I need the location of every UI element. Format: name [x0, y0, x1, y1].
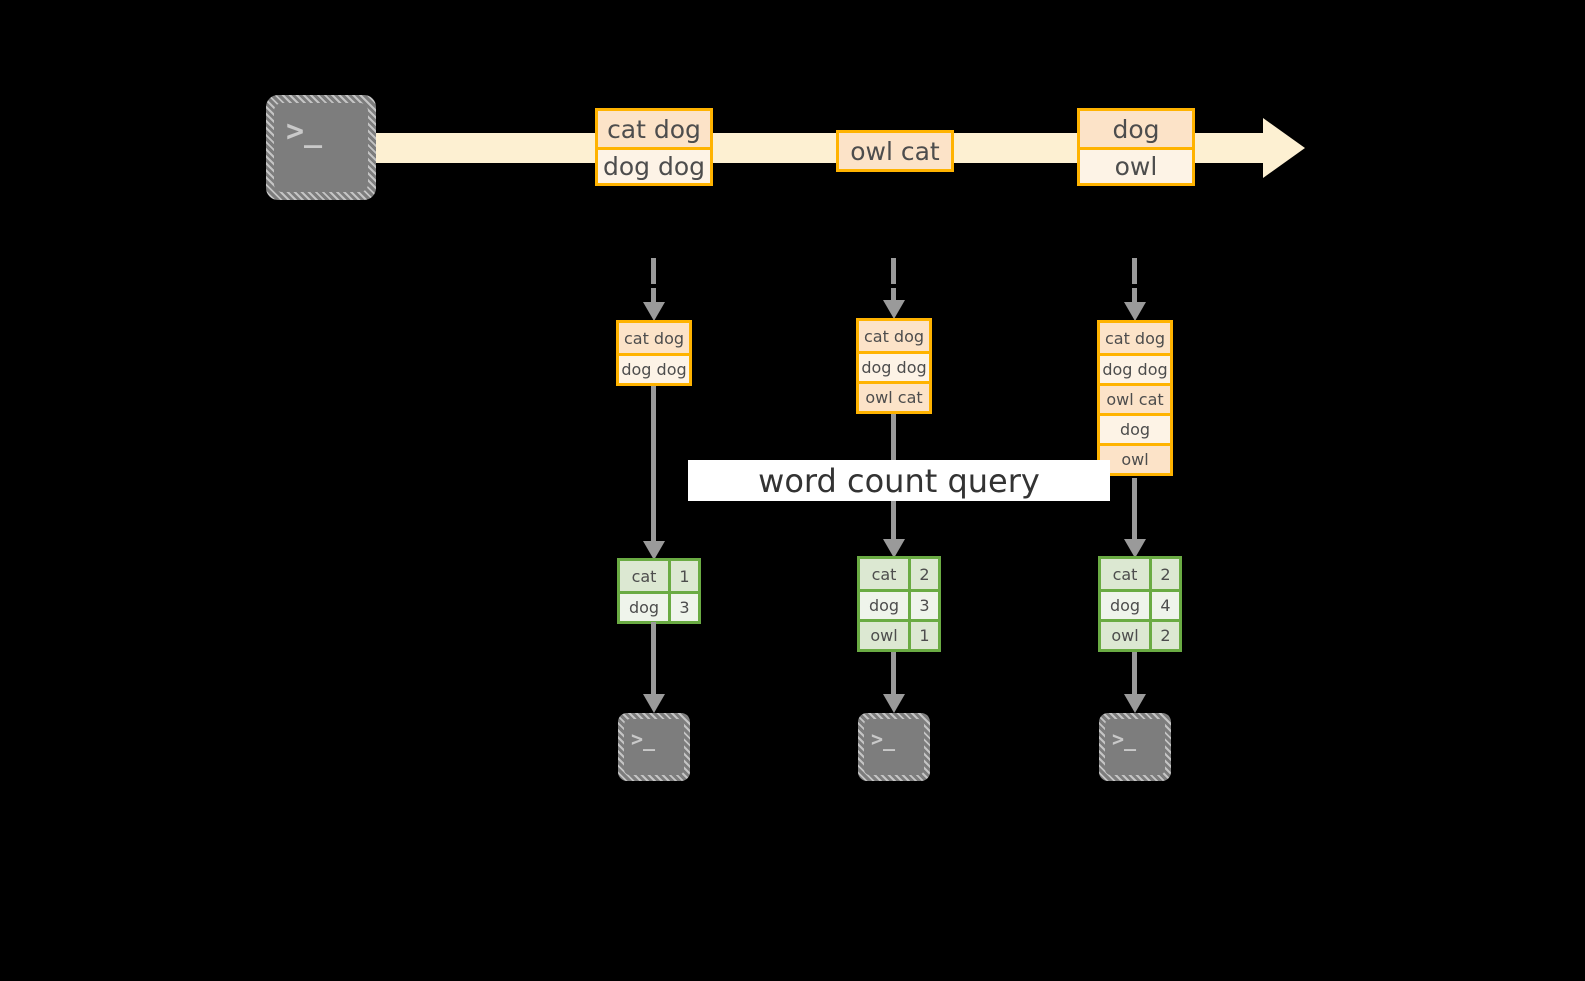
result-row: cat 2 [860, 559, 938, 589]
accumulated-record-line: owl [1100, 443, 1170, 473]
accumulated-record-line: dog dog [859, 351, 929, 381]
query-connector-arrowhead-2-icon [883, 539, 905, 558]
query-connector-shaft-1 [651, 386, 656, 552]
stream-record-3: dog owl [1077, 108, 1195, 186]
result-word: cat [860, 559, 908, 589]
sink-connector-arrowhead-3-icon [1124, 694, 1146, 713]
result-table-1: cat 1 dog 3 [617, 558, 701, 624]
stream-record-line: dog [1080, 111, 1192, 147]
stream-record-line: owl [1080, 147, 1192, 183]
stream-record-line: owl cat [839, 133, 951, 169]
result-count: 1 [668, 561, 698, 591]
query-label-text: word count query [758, 461, 1040, 500]
accumulated-records-3: cat dog dog dog owl cat dog owl [1097, 320, 1173, 476]
result-word: owl [860, 622, 908, 649]
terminal-prompt-glyph: >_ [1112, 727, 1137, 751]
source-terminal-icon[interactable]: >_ [266, 95, 376, 200]
sink-connector-arrowhead-2-icon [883, 694, 905, 713]
result-count: 3 [908, 592, 938, 619]
result-count: 1 [908, 622, 938, 649]
sink-terminal-icon-1[interactable]: >_ [618, 713, 690, 781]
query-connector-shaft-3 [1132, 478, 1137, 550]
snapshot-trigger-shaft-3 [1132, 288, 1137, 305]
sink-terminal-icon-3[interactable]: >_ [1099, 713, 1171, 781]
snapshot-trigger-arrowhead-1-icon [643, 302, 665, 321]
snapshot-trigger-dash-2 [891, 258, 896, 284]
sink-connector-shaft-1 [651, 622, 656, 702]
terminal-screen [624, 719, 684, 775]
result-word: cat [620, 561, 668, 591]
result-word: dog [860, 592, 908, 619]
snapshot-trigger-shaft-2 [891, 288, 896, 303]
stream-record-1: cat dog dog dog [595, 108, 713, 186]
query-label-band: word count query [688, 460, 1110, 501]
result-count: 2 [1149, 559, 1179, 589]
terminal-screen [864, 719, 924, 775]
sink-connector-shaft-3 [1132, 652, 1137, 702]
accumulated-record-line: dog dog [619, 353, 689, 383]
accumulated-record-line: owl cat [859, 381, 929, 411]
result-count: 4 [1149, 592, 1179, 619]
terminal-prompt-glyph: >_ [286, 114, 323, 149]
stream-record-line: cat dog [598, 111, 710, 147]
accumulated-record-line: cat dog [619, 323, 689, 353]
accumulated-record-line: cat dog [1100, 323, 1170, 353]
result-word: owl [1101, 622, 1149, 649]
snapshot-trigger-dash-3 [1132, 258, 1137, 284]
result-row: owl 2 [1101, 619, 1179, 649]
result-count: 2 [1149, 622, 1179, 649]
terminal-screen [1105, 719, 1165, 775]
snapshot-trigger-dash-1 [651, 258, 656, 284]
accumulated-record-line: dog [1100, 413, 1170, 443]
accumulated-records-1: cat dog dog dog [616, 320, 692, 386]
result-row: owl 1 [860, 619, 938, 649]
stream-record-2: owl cat [836, 130, 954, 172]
sink-connector-shaft-2 [891, 652, 896, 702]
accumulated-record-line: owl cat [1100, 383, 1170, 413]
sink-terminal-icon-2[interactable]: >_ [858, 713, 930, 781]
snapshot-trigger-shaft-1 [651, 288, 656, 305]
result-count: 2 [908, 559, 938, 589]
terminal-prompt-glyph: >_ [631, 727, 656, 751]
terminal-screen [274, 103, 368, 192]
accumulated-record-line: cat dog [859, 321, 929, 351]
result-row: cat 1 [620, 561, 698, 591]
result-count: 3 [668, 594, 698, 621]
snapshot-trigger-arrowhead-3-icon [1124, 302, 1146, 321]
result-row: cat 2 [1101, 559, 1179, 589]
sink-connector-arrowhead-1-icon [643, 694, 665, 713]
result-table-2: cat 2 dog 3 owl 1 [857, 556, 941, 652]
terminal-prompt-glyph: >_ [871, 727, 896, 751]
snapshot-trigger-arrowhead-2-icon [883, 300, 905, 319]
result-row: dog 3 [860, 589, 938, 619]
stream-arrowhead-icon [1263, 118, 1305, 178]
stream-record-line: dog dog [598, 147, 710, 183]
result-word: cat [1101, 559, 1149, 589]
result-word: dog [620, 594, 668, 621]
query-connector-arrowhead-1-icon [643, 541, 665, 560]
result-row: dog 4 [1101, 589, 1179, 619]
accumulated-record-line: dog dog [1100, 353, 1170, 383]
result-table-3: cat 2 dog 4 owl 2 [1098, 556, 1182, 652]
accumulated-records-2: cat dog dog dog owl cat [856, 318, 932, 414]
query-connector-arrowhead-3-icon [1124, 539, 1146, 558]
result-word: dog [1101, 592, 1149, 619]
result-row: dog 3 [620, 591, 698, 621]
